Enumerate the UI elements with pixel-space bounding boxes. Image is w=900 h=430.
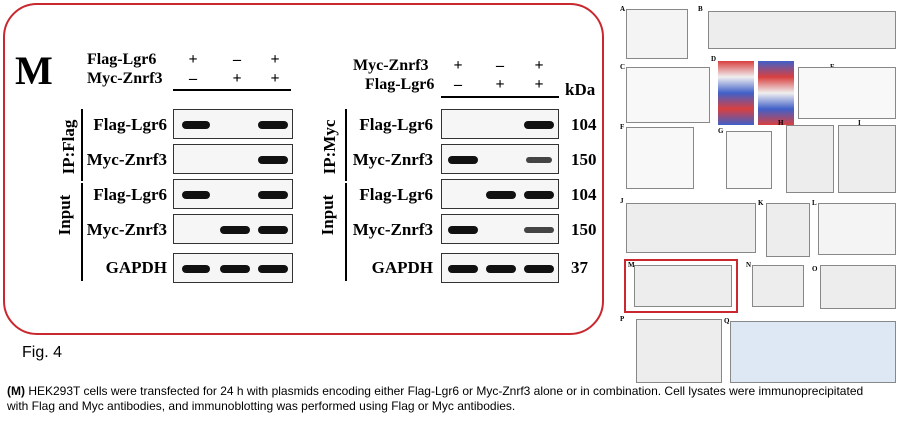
- right-blot-2: [441, 144, 559, 174]
- thumb-highlight-m: [624, 259, 738, 313]
- right-input-label: Input: [318, 194, 337, 236]
- left-blot-5: [173, 253, 293, 283]
- right-blot3-label: Flag-Lgr6: [359, 185, 433, 204]
- thumb-heatmap-2: [758, 61, 794, 125]
- right-blot5-label: GAPDH: [371, 258, 433, 277]
- thumb-letter-c: C: [620, 63, 626, 71]
- right-input-bracket: [345, 183, 347, 281]
- left-blot2-label: Myc-Znrf3: [86, 150, 167, 169]
- left-blot1-label: Flag-Lgr6: [93, 115, 167, 134]
- thumb-panel-a: [626, 9, 688, 59]
- left-header-divider: [173, 89, 291, 91]
- thumb-panel-h: [786, 125, 834, 193]
- right-blot2-label: Myc-Znrf3: [352, 150, 433, 169]
- right-blot-1: [441, 109, 559, 139]
- left-r1-s3: +: [270, 51, 280, 68]
- thumb-panel-n: [752, 265, 804, 307]
- thumb-panel-i: [838, 125, 896, 193]
- left-blot3-label: Flag-Lgr6: [93, 185, 167, 204]
- left-row2-label: Myc-Znrf3: [87, 70, 163, 87]
- left-blot4-label: Myc-Znrf3: [86, 220, 167, 239]
- thumb-letter-j: J: [620, 197, 624, 205]
- thumb-panel-f: [626, 127, 694, 189]
- right-blot-4: [441, 214, 559, 244]
- right-blot4-label: Myc-Znrf3: [352, 220, 433, 239]
- left-ip-bracket: [81, 109, 83, 181]
- left-input-label: Input: [55, 194, 74, 236]
- thumb-letter-l: L: [812, 199, 817, 207]
- thumb-letter-i: I: [858, 119, 861, 127]
- right-blot-5: [441, 253, 559, 283]
- kda-value-1: 104: [571, 115, 597, 134]
- right-r2-s2: +: [495, 76, 505, 93]
- left-r2-s1: –: [189, 70, 197, 87]
- left-r2-s3: +: [270, 70, 280, 87]
- right-blot-3: [441, 179, 559, 209]
- panel-m-frame: M Flag-Lgr6 Myc-Znrf3 + – + – + + IP:Fla…: [3, 3, 604, 335]
- figure-caption: (M) HEK293T cells were transfected for 2…: [7, 384, 877, 414]
- thumb-letter-a: A: [620, 5, 626, 13]
- thumb-panel-j: [626, 203, 756, 253]
- thumb-letter-p: P: [620, 315, 625, 323]
- thumb-panel-m: [634, 265, 732, 307]
- thumb-letter-g: G: [718, 127, 724, 135]
- kda-value-5: 37: [571, 258, 588, 277]
- thumb-letter-n: N: [746, 261, 752, 269]
- thumb-panel-k: [766, 203, 810, 257]
- thumb-letter-k: K: [758, 199, 764, 207]
- left-blot-3: [173, 179, 293, 209]
- panel-letter: M: [15, 48, 53, 93]
- left-input-bracket: [81, 183, 83, 281]
- right-blot1-label: Flag-Lgr6: [359, 115, 433, 134]
- thumb-panel-e: [798, 67, 896, 119]
- left-r2-s2: +: [232, 70, 242, 87]
- thumb-letter-h: H: [778, 119, 784, 127]
- right-r2-s3: +: [534, 76, 544, 93]
- caption-text: HEK293T cells were transfected for 24 h …: [7, 384, 864, 413]
- right-row1-label: Myc-Znrf3: [353, 57, 429, 74]
- thumb-panel-o: [820, 265, 896, 309]
- thumb-letter-f: F: [620, 123, 625, 131]
- thumb-panel-c: [626, 67, 710, 123]
- left-blot-1: [173, 109, 293, 139]
- left-blot5-label: GAPDH: [105, 258, 167, 277]
- thumb-letter-b: B: [698, 5, 703, 13]
- thumb-panel-l: [818, 203, 896, 255]
- kda-value-2: 150: [571, 150, 597, 169]
- thumb-letter-q: Q: [724, 317, 730, 325]
- left-blot-4: [173, 214, 293, 244]
- right-ip-label: IP:Myc: [320, 119, 339, 175]
- thumb-letter-o: O: [812, 265, 818, 273]
- figure-label: Fig. 4: [22, 344, 63, 361]
- kda-header: kDa: [565, 80, 596, 99]
- thumb-letter-d: D: [711, 55, 717, 63]
- right-r1-s1: +: [453, 57, 463, 74]
- thumb-panel-p: [636, 319, 722, 383]
- kda-value-4: 150: [571, 220, 597, 239]
- kda-value-3: 104: [571, 185, 597, 204]
- right-row2-label: Flag-Lgr6: [365, 76, 435, 93]
- figure-thumbnail: A B C D E F G H I J K L M N O P Q: [618, 3, 898, 385]
- thumb-panel-q: [730, 321, 896, 383]
- left-r1-s2: –: [233, 51, 241, 68]
- left-blot-2: [173, 144, 293, 174]
- thumb-panel-b: [708, 11, 896, 49]
- thumb-panel-g: [726, 131, 772, 189]
- right-r1-s3: +: [534, 57, 544, 74]
- thumb-letter-m: M: [628, 261, 635, 269]
- right-r1-s2: –: [496, 57, 504, 74]
- right-header-divider: [441, 96, 559, 98]
- right-ip-bracket: [345, 109, 347, 181]
- caption-lead: (M): [7, 384, 25, 398]
- thumb-heatmap-1: [718, 61, 754, 125]
- left-r1-s1: +: [188, 51, 198, 68]
- left-row1-label: Flag-Lgr6: [87, 51, 157, 68]
- right-r2-s1: –: [454, 76, 462, 93]
